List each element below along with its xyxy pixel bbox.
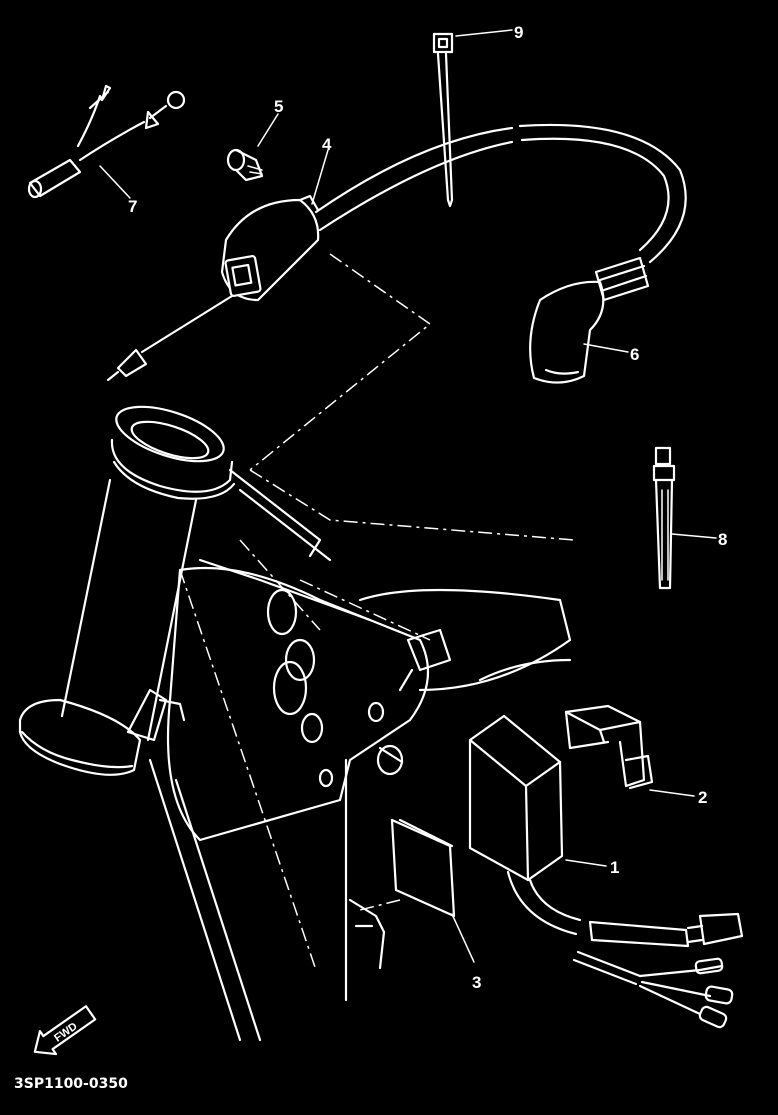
part-4-ignition-coil [106, 194, 320, 382]
fwd-arrow-icon: FWD [33, 1005, 97, 1056]
callout-2: 2 [698, 788, 707, 807]
frame-head-pipe [18, 405, 372, 1042]
part-5-bolt [226, 148, 264, 182]
callout-7: 7 [128, 197, 137, 216]
frame-main-spar [344, 588, 572, 1002]
phantom-lines [179, 253, 575, 971]
part-6-spark-plug-cap [314, 123, 687, 384]
leader-lines [99, 29, 717, 963]
part-3-damper [390, 818, 456, 918]
callout-6: 6 [630, 345, 639, 364]
callout-8: 8 [718, 530, 727, 549]
part-8-band [652, 446, 676, 590]
part-1-cdi-unit [468, 714, 744, 1029]
callout-9: 9 [514, 23, 523, 42]
frame-gusset [166, 566, 430, 842]
callout-4: 4 [322, 135, 332, 154]
part-9-cable-tie [432, 32, 454, 208]
callout-5: 5 [274, 97, 283, 116]
callout-3: 3 [472, 973, 481, 992]
part-2-bracket [564, 704, 654, 790]
callout-1: 1 [610, 858, 619, 877]
drawing-code: 3SP1100-0350 [14, 1076, 128, 1092]
part-7-lead-wire [27, 84, 186, 199]
